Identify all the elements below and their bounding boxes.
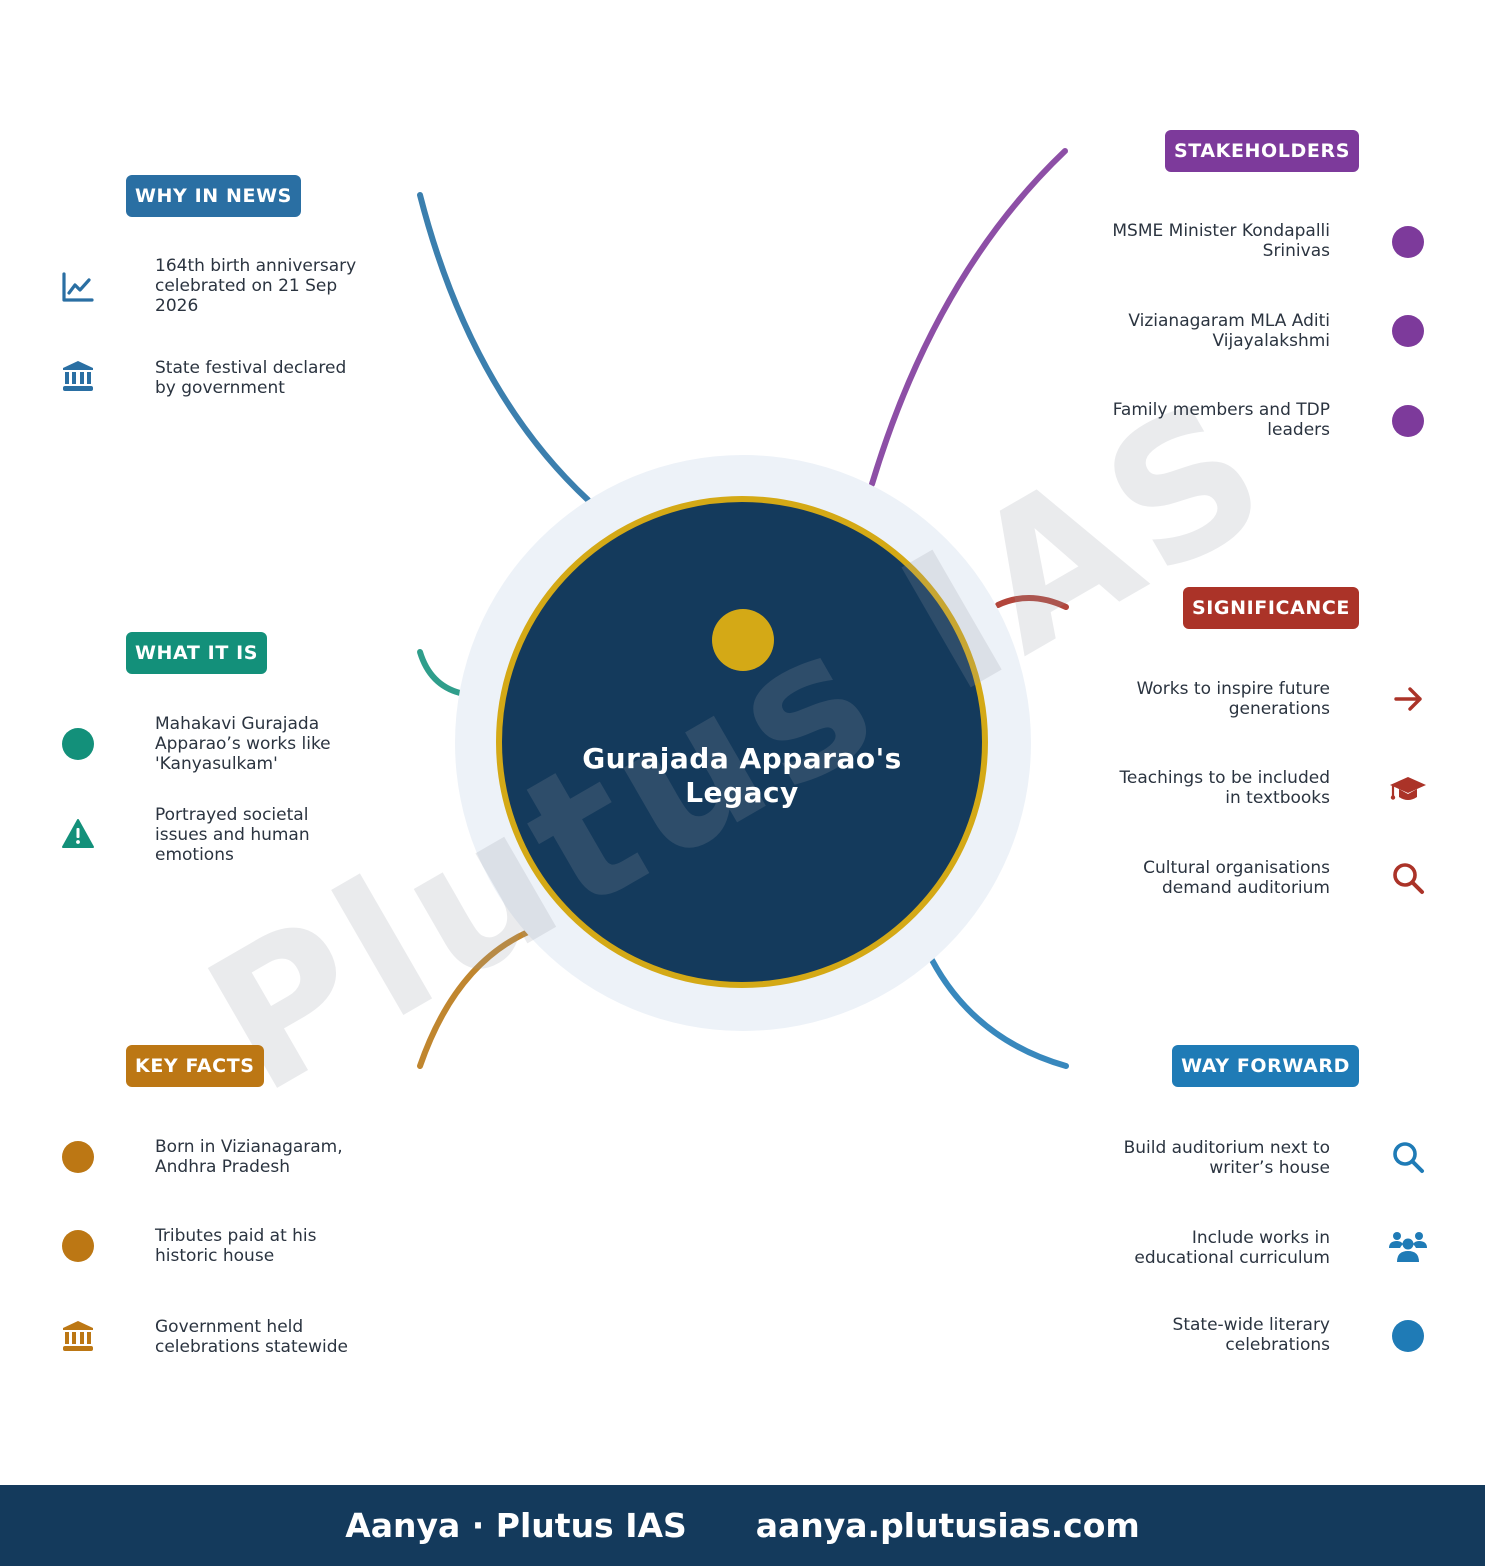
dot-icon: [1392, 226, 1424, 258]
significance-item-3: Cultural organisations demand auditorium: [1143, 858, 1330, 898]
section-label-stakeholders: STAKEHOLDERS: [1164, 130, 1359, 172]
hub-dot-icon: [712, 609, 774, 671]
key-facts-item-3: Government held celebrations statewide: [155, 1317, 348, 1357]
stakeholders-item-1: MSME Minister Kondapalli Srinivas: [1112, 221, 1330, 261]
section-label-why-in-news: WHY IN NEWS: [126, 175, 301, 217]
search-icon: [1392, 1141, 1424, 1173]
connector-way-forward: [929, 957, 1069, 1069]
search-icon: [1392, 862, 1424, 894]
stakeholders-item-3: Family members and TDP leaders: [1112, 400, 1330, 440]
dot-icon: [1392, 405, 1424, 437]
section-label-significance: SIGNIFICANCE: [1182, 587, 1359, 629]
government-building-icon: [62, 1320, 94, 1352]
way-forward-item-1: Build auditorium next to writer’s house: [1123, 1138, 1330, 1178]
why-in-news-item-2: State festival declared by government: [155, 358, 347, 398]
connector-stakeholders: [869, 148, 1068, 487]
what-it-is-item-2: Portrayed societal issues and human emot…: [155, 805, 310, 865]
way-forward-item-3: State-wide literary celebrations: [1172, 1315, 1330, 1355]
graduation-cap-icon: [1390, 773, 1426, 805]
footer-bar: Aanya · Plutus IAS aanya.plutusias.com: [0, 1485, 1485, 1566]
dot-icon: [1392, 1320, 1424, 1352]
government-building-icon: [62, 360, 94, 392]
significance-item-2: Teachings to be included in textbooks: [1119, 768, 1330, 808]
dot-icon: [62, 728, 94, 760]
significance-item-1: Works to inspire future generations: [1136, 679, 1330, 719]
footer-website-link[interactable]: aanya.plutusias.com: [755, 1506, 1140, 1545]
dot-icon: [1392, 315, 1424, 347]
people-group-icon: [1389, 1230, 1427, 1262]
why-in-news-item-1: 164th birth anniversary celebrated on 21…: [155, 256, 357, 316]
key-facts-item-1: Born in Vizianagaram, Andhra Pradesh: [155, 1137, 343, 1177]
hub-title: Gurajada Apparao's Legacy: [582, 742, 902, 809]
connector-what-it-is: [417, 649, 463, 696]
stakeholders-item-2: Vizianagaram MLA Aditi Vijayalakshmi: [1128, 311, 1330, 351]
connector-significance: [995, 594, 1069, 610]
connector-why-in-news: [417, 192, 591, 503]
footer-brand: Aanya · Plutus IAS: [345, 1506, 687, 1545]
section-label-key-facts: KEY FACTS: [126, 1045, 264, 1087]
warning-icon: [62, 818, 94, 850]
section-label-what-it-is: WHAT IT IS: [126, 632, 268, 674]
dot-icon: [62, 1230, 94, 1262]
connector-key-facts: [417, 929, 531, 1069]
what-it-is-item-1: Mahakavi Gurajada Apparao’s works like '…: [155, 714, 331, 774]
dot-icon: [62, 1141, 94, 1173]
section-label-way-forward: WAY FORWARD: [1172, 1045, 1359, 1087]
way-forward-item-2: Include works in educational curriculum: [1134, 1228, 1330, 1268]
central-hub: [496, 496, 988, 988]
key-facts-item-2: Tributes paid at his historic house: [155, 1226, 317, 1266]
arrow-right-icon: [1392, 683, 1424, 715]
chart-line-icon: [62, 271, 94, 303]
